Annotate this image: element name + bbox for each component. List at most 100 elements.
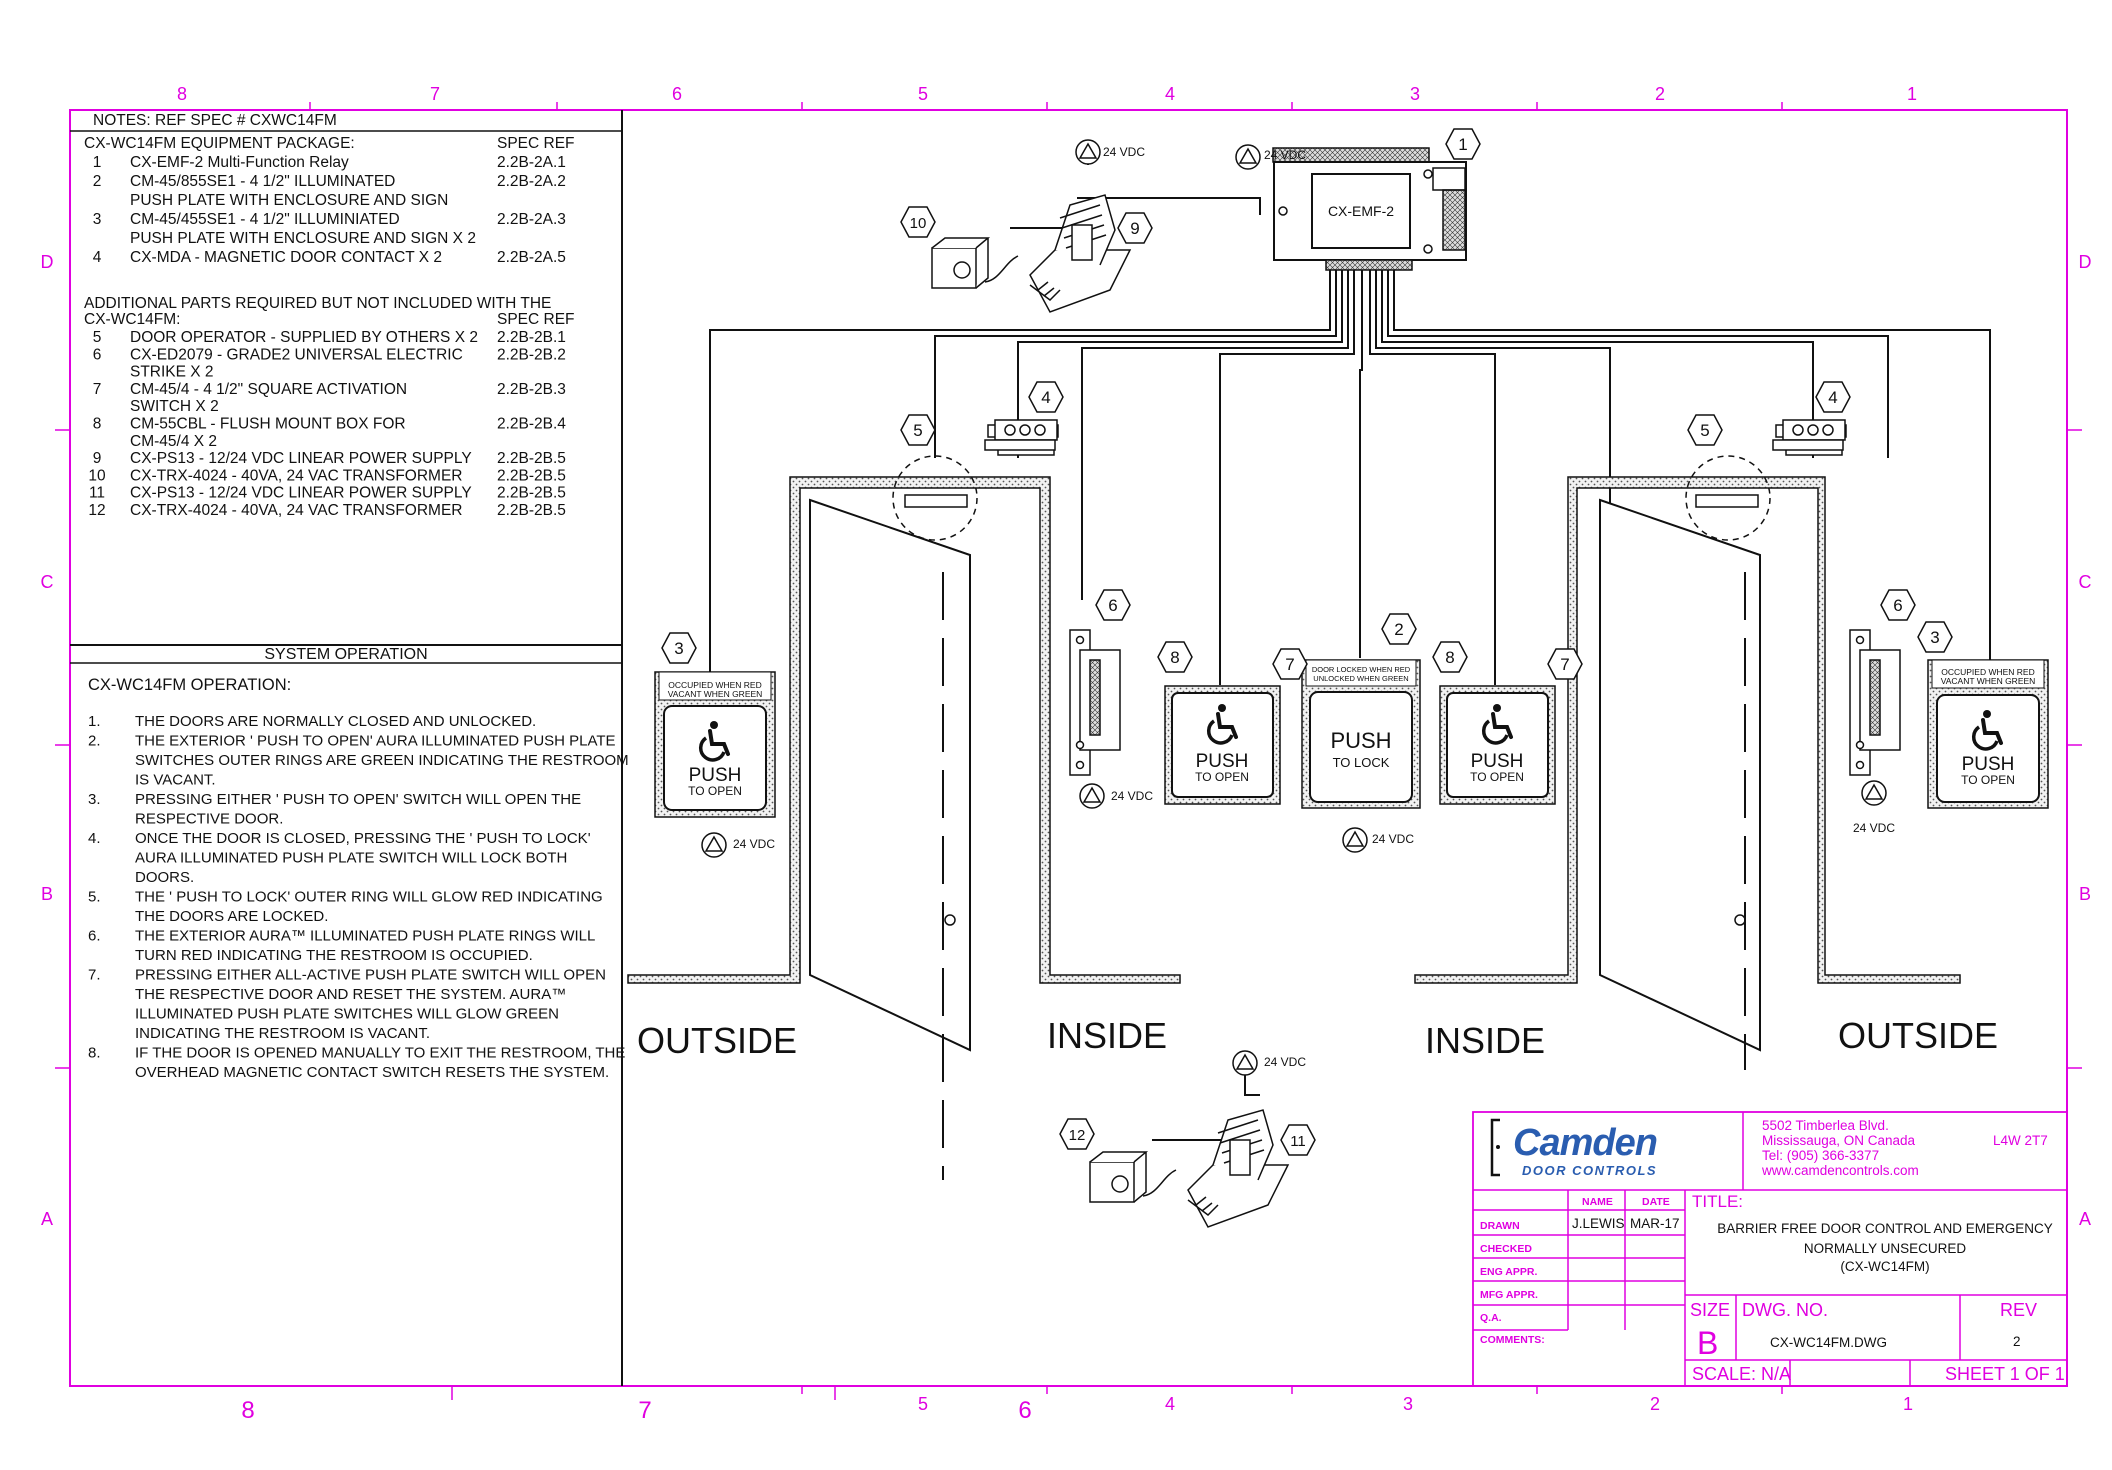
additional-ref: 2.2B-2B.1 — [497, 329, 566, 346]
additional-ref: 2.2B-2B.5 — [497, 450, 566, 467]
title-line-3: (CX-WC14FM) — [1840, 1259, 1929, 1274]
title-header: TITLE: — [1692, 1192, 1743, 1211]
camden-logo: Camden DOOR CONTROLS — [1490, 1118, 1658, 1178]
vdc-label: 24 VDC — [1853, 821, 1895, 835]
sign-text: DOOR LOCKED WHEN RED — [1312, 665, 1411, 674]
grid-top-5: 5 — [918, 84, 928, 104]
callout-5: 5 — [1700, 421, 1709, 440]
drawn-label: DRAWN — [1480, 1220, 1520, 1232]
callout-2: 2 — [1394, 620, 1403, 639]
title-line-2: NORMALLY UNSECURED — [1804, 1241, 1967, 1256]
power-markers: 24 VDC 24 VDC 24 VDC 24 VDC 24 VDC 24 VD… — [701, 139, 1895, 1076]
sheet-frame: 8 7 6 5 4 3 2 1 8 7 5 6 4 3 2 1 D C B A … — [41, 84, 2092, 1424]
logo-sub: DOOR CONTROLS — [1522, 1163, 1657, 1178]
operation-step-number: 6. — [88, 928, 101, 945]
push-plate-exterior-right: OCCUPIED WHEN RED VACANT WHEN GREEN PUSH… — [1927, 659, 2049, 809]
eng-appr-label: ENG APPR. — [1480, 1266, 1537, 1278]
operation-panel: SYSTEM OPERATION CX-WC14FM OPERATION: 1.… — [88, 646, 629, 1081]
grid-bottom-7: 7 — [638, 1397, 651, 1424]
additional-text: CX-ED2079 - GRADE2 UNIVERSAL ELECTRIC — [130, 346, 463, 363]
note-number: 4 — [93, 249, 102, 266]
operation-header: SYSTEM OPERATION — [264, 646, 427, 663]
postal-code: L4W 2T7 — [1993, 1133, 2048, 1148]
grid-bottom-1: 1 — [1903, 1394, 1913, 1414]
note-number: 2 — [93, 173, 102, 190]
title-line-1: BARRIER FREE DOOR CONTROL AND EMERGENCY — [1717, 1221, 2053, 1236]
additional-ref: 2.2B-2B.2 — [497, 346, 566, 363]
additional-text: STRIKE X 2 — [130, 364, 214, 381]
mfg-appr-label: MFG APPR. — [1480, 1289, 1538, 1301]
vdc-label: 24 VDC — [1372, 832, 1414, 846]
grid-bottom-8: 8 — [241, 1397, 254, 1424]
additional-text: SWITCH X 2 — [130, 398, 219, 415]
callout-7: 7 — [1285, 655, 1294, 674]
additional-text: CX-TRX-4024 - 40VA, 24 VAC TRANSFORMER — [130, 502, 462, 519]
operation-step-text: SWITCHES OUTER RINGS ARE GREEN INDICATIN… — [135, 752, 629, 769]
operation-step-text: PRESSING EITHER ' PUSH TO OPEN' SWITCH W… — [135, 791, 581, 808]
grid-bottom-5: 5 — [918, 1394, 928, 1414]
additional-number: 12 — [88, 502, 105, 519]
dwg-header: DWG. NO. — [1742, 1300, 1828, 1320]
additional-title-1: ADDITIONAL PARTS REQUIRED BUT NOT INCLUD… — [84, 295, 551, 312]
grid-bottom-4: 4 — [1165, 1394, 1175, 1414]
additional-spec-ref: SPEC REF — [497, 311, 575, 328]
operation-title: CX-WC14FM OPERATION: — [88, 676, 291, 694]
plate-sub-text: TO OPEN — [688, 784, 742, 798]
operation-step-text: THE DOORS ARE LOCKED. — [135, 908, 328, 925]
sign-text: UNLOCKED WHEN GREEN — [1313, 674, 1408, 683]
vdc-label: 24 VDC — [1103, 145, 1145, 159]
note-text: CX-MDA - MAGNETIC DOOR CONTACT X 2 — [130, 249, 442, 266]
zone-inside-left: INSIDE — [1047, 1015, 1167, 1056]
additional-number: 9 — [93, 450, 102, 467]
grid-left-c: C — [41, 572, 54, 592]
operation-step-text: DOORS. — [135, 869, 194, 886]
additional-ref: 2.2B-2B.5 — [497, 467, 566, 484]
zone-inside-right: INSIDE — [1425, 1020, 1545, 1061]
sign-text: VACANT WHEN GREEN — [1941, 676, 2036, 686]
additional-ref: 2.2B-2B.4 — [497, 416, 566, 433]
grid-top-3: 3 — [1410, 84, 1420, 104]
plate-push-text: PUSH — [1962, 754, 2015, 775]
note-text: PUSH PLATE WITH ENCLOSURE AND SIGN — [130, 192, 448, 209]
note-text: CM-45/855SE1 - 4 1/2" ILLUMINATED — [130, 173, 395, 190]
grid-right-b: B — [2079, 884, 2091, 904]
additional-ref: 2.2B-2B.3 — [497, 381, 566, 398]
plate-sub-text: TO OPEN — [1470, 770, 1524, 784]
transformer-bottom — [1089, 1151, 1177, 1203]
vdc-label: 24 VDC — [1264, 148, 1306, 162]
zone-labels: OUTSIDE INSIDE INSIDE OUTSIDE — [637, 1015, 1998, 1061]
callout-5: 5 — [913, 421, 922, 440]
operation-step-number: 1. — [88, 713, 101, 730]
callout-4: 4 — [1041, 388, 1050, 407]
comments-label: COMMENTS: — [1480, 1334, 1545, 1346]
plate-sub-text: TO OPEN — [1961, 773, 2015, 787]
callout-10: 10 — [910, 215, 927, 232]
address-1: 5502 Timberlea Blvd. — [1762, 1118, 1889, 1133]
plate-push-text: PUSH — [1471, 751, 1524, 772]
operation-step-number: 8. — [88, 1045, 101, 1062]
operation-step-text: ONCE THE DOOR IS CLOSED, PRESSING THE ' … — [135, 830, 591, 847]
grid-left-d: D — [41, 252, 54, 272]
additional-text: CM-45/4 X 2 — [130, 433, 217, 450]
operation-step-text: IS VACANT. — [135, 772, 216, 789]
operation-step-text: THE EXTERIOR AURA™ ILLUMINATED PUSH PLAT… — [135, 928, 595, 945]
operation-step-number: 7. — [88, 967, 101, 984]
zone-outside-left: OUTSIDE — [637, 1020, 797, 1061]
operation-step-text: TURN RED INDICATING THE RESTROOM IS OCCU… — [135, 947, 533, 964]
operation-step-text: ILLUMINATED PUSH PLATE SWITCHES WILL GLO… — [135, 1006, 559, 1023]
sign-text: VACANT WHEN GREEN — [668, 689, 763, 699]
additional-number: 5 — [93, 329, 102, 346]
operation-step-text: THE RESPECTIVE DOOR AND RESET THE SYSTEM… — [135, 986, 566, 1003]
additional-text: CM-55CBL - FLUSH MOUNT BOX FOR — [130, 416, 406, 433]
magnetic-contact-left — [984, 419, 1059, 456]
power-supply-bottom — [1187, 1109, 1290, 1228]
callout-11: 11 — [1290, 1133, 1306, 1150]
additional-text: CX-PS13 - 12/24 VDC LINEAR POWER SUPPLY — [130, 485, 472, 502]
push-plate-exterior-left: OCCUPIED WHEN RED VACANT WHEN GREEN PUSH… — [654, 671, 776, 818]
grid-top-8: 8 — [177, 84, 187, 104]
callout-8: 8 — [1170, 648, 1179, 667]
grid-bottom-3: 3 — [1403, 1394, 1413, 1414]
plate-push-text: PUSH — [689, 765, 742, 786]
relay-cx-emf-2: CX-EMF-2 — [1272, 147, 1467, 271]
